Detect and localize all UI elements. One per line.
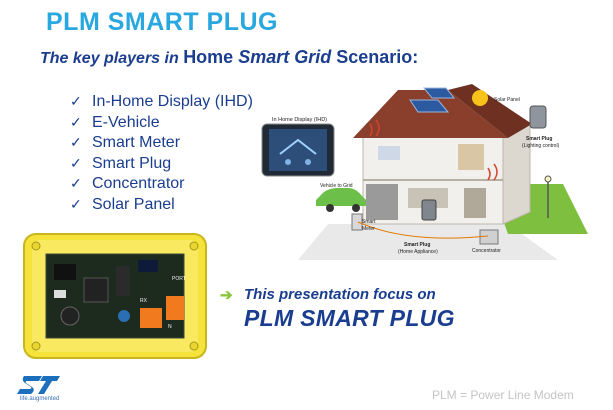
terminal-block-icon [166, 296, 184, 320]
smart-plug-lighting-icon [529, 105, 547, 129]
check-icon: ✓ [70, 154, 82, 171]
subtitle-part-4: Scenario: [331, 47, 419, 67]
smart-meter-icon [351, 213, 363, 231]
smart-plug-board-photo: PORT RX N [23, 233, 207, 359]
chip-icon [83, 277, 109, 303]
list-item: ✓ In-Home Display (IHD) [70, 91, 253, 112]
player-label: In-Home Display (IHD) [92, 93, 253, 110]
label-smart-plug-home-sub: (Home Appliance) [398, 249, 438, 255]
label-smart-meter: Smart [362, 219, 376, 225]
focus-product-name: PLM SMART PLUG [244, 305, 455, 331]
list-item: ✓ Smart Meter [70, 132, 253, 153]
subtitle-part-3: Smart Grid [238, 47, 332, 67]
check-icon: ✓ [70, 195, 82, 212]
list-item: ✓ Solar Panel [70, 194, 253, 215]
label-smart-plug-home: Smart Plug [404, 242, 430, 248]
label-concentrator: Concentrator [472, 248, 501, 254]
player-label: Concentrator [92, 175, 185, 192]
check-icon: ✓ [70, 175, 82, 191]
st-logo [17, 376, 60, 394]
house-roof [353, 90, 508, 138]
list-item: ✓ E-Vehicle [70, 112, 253, 133]
board-label-n: N [168, 324, 172, 330]
board-label-port: PORT [172, 276, 186, 282]
label-vehicle: Vehicle to Grid [320, 183, 353, 189]
label-solar: Solar Panel [494, 97, 520, 103]
subtitle-part-2: Home [183, 47, 239, 67]
label-smart-plug-lighting: Smart Plug [526, 136, 552, 142]
player-label: Smart Plug [92, 154, 172, 172]
page-title: PLM SMART PLUG [46, 8, 278, 36]
electric-car-icon [316, 188, 366, 212]
check-icon: ✓ [70, 113, 82, 130]
check-icon: ✓ [70, 134, 82, 150]
board-label-rx: RX [140, 298, 148, 304]
solar-panel-icon [409, 99, 450, 113]
garage [366, 184, 398, 220]
sun-icon [472, 90, 488, 106]
in-home-display-tablet [261, 123, 335, 177]
subtitle-part-1: The key players in [40, 50, 184, 67]
check-icon: ✓ [70, 93, 82, 109]
label-smart-plug-lighting-sub: (Lighting control) [522, 143, 560, 149]
list-item: ✓ Concentrator [70, 173, 253, 194]
player-label: E-Vehicle [92, 113, 160, 131]
logo-tagline: life.augmented [20, 396, 60, 402]
subtitle: The key players in Home Smart Grid Scena… [40, 47, 418, 68]
footnote: PLM = Power Line Modem [432, 388, 574, 402]
list-item: ✓ Smart Plug [70, 153, 253, 174]
smart-grid-house-illustration: In Home Display (IHD) Vehicle to Grid So… [261, 84, 588, 260]
label-smart-meter-2: Meter [362, 226, 375, 232]
label-ihd: In Home Display (IHD) [272, 117, 327, 123]
smart-plug-home-icon [421, 199, 437, 221]
focus-text: This presentation focus on [244, 286, 436, 303]
key-players-list: ✓ In-Home Display (IHD) ✓ E-Vehicle ✓ Smart… [70, 91, 253, 214]
arrow-right-icon: ➔ [220, 287, 233, 304]
player-label: Solar Panel [92, 195, 175, 213]
player-label: Smart Meter [92, 134, 181, 151]
